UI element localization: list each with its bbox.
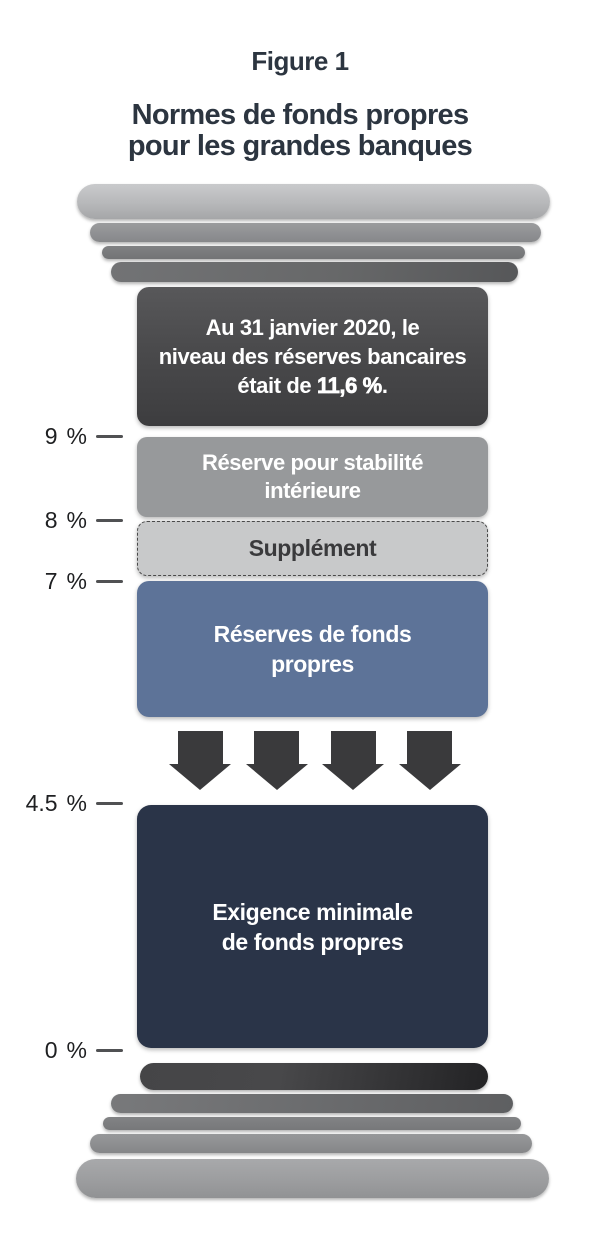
tick-unit: % (66, 422, 87, 449)
reserve-level-callout: Au 31 janvier 2020, le niveau des réserv… (137, 287, 488, 426)
arrow-head (169, 764, 231, 790)
down-arrow-icon (245, 731, 308, 790)
column-capital-bar-4 (111, 262, 518, 282)
column-capital-bar-3 (102, 246, 525, 259)
column-base-bar-3 (103, 1117, 521, 1130)
callout-line3: était de 11,6 %. (237, 371, 388, 400)
tick-dash (96, 1048, 123, 1052)
segment-label-line2: intérieure (264, 478, 361, 503)
segment-supplement: Supplément (137, 521, 488, 576)
tick-unit: % (66, 506, 87, 533)
arrow-shaft (407, 731, 453, 764)
column-base-bar-2 (111, 1094, 513, 1113)
figure-number: Figure 1 (251, 46, 349, 76)
callout-line3-prefix: était de (237, 373, 317, 398)
figure-title-line1: Normes de fonds propres (131, 99, 470, 131)
column-base-bar-5 (76, 1159, 549, 1198)
down-arrow-icon (169, 731, 231, 790)
arrow-head (322, 764, 385, 790)
figure-title-line2: pour les grandes banques (127, 130, 473, 162)
arrows-row (137, 731, 488, 790)
tick-4-5-percent: 4.5 % (0, 789, 137, 817)
column-base-bar-1 (140, 1063, 488, 1090)
callout-line3-suffix: . (381, 373, 388, 398)
tick-dash (96, 518, 123, 522)
tick-unit: % (66, 1036, 87, 1063)
arrow-head (398, 764, 461, 790)
tick-9-percent: 9 % (0, 422, 137, 450)
tick-value: 9 (44, 422, 58, 449)
tick-dash (96, 579, 123, 583)
tick-value: 0 (44, 1036, 58, 1063)
arrow-head (245, 764, 308, 790)
segment-label-line1: Exigence minimale (212, 898, 413, 925)
segment-label-line1: Réserves de fonds (213, 621, 412, 647)
tick-unit: % (66, 789, 87, 816)
arrow-shaft (177, 731, 223, 764)
figure-title: Normes de fonds propres pour les grandes… (0, 100, 600, 162)
column-capital-bar-1 (77, 184, 550, 219)
tick-7-percent: 7 % (0, 567, 137, 595)
tick-8-percent: 8 % (0, 506, 137, 534)
tick-value: 7 (44, 567, 58, 594)
segment-label-line2: propres (271, 651, 354, 677)
callout-line2: niveau des réserves bancaires (158, 344, 467, 369)
segment-label-line2: de fonds propres (221, 928, 404, 955)
tick-dash (96, 434, 123, 438)
callout-line1: Au 31 janvier 2020, le (205, 315, 420, 340)
segment-label: Supplément (248, 535, 377, 561)
down-arrow-icon (398, 731, 461, 790)
segment-label-line1: Réserve pour stabilité (201, 450, 424, 475)
tick-unit: % (66, 567, 87, 594)
column-base-bar-4 (90, 1134, 532, 1153)
arrow-shaft (330, 731, 376, 764)
down-arrow-icon (322, 731, 385, 790)
segment-reserve-stabilite-interieure: Réserve pour stabilité intérieure (137, 437, 488, 517)
tick-value: 8 (44, 506, 58, 533)
tick-0-percent: 0 % (0, 1036, 137, 1064)
segment-exigence-minimale: Exigence minimale de fonds propres (137, 805, 488, 1048)
tick-dash (96, 801, 123, 805)
reserve-level-value: 11,6 % (316, 373, 383, 399)
arrow-shaft (254, 731, 300, 764)
segment-reserves-de-fonds-propres: Réserves de fonds propres (137, 581, 488, 717)
tick-value: 4.5 (25, 789, 58, 816)
column-capital-bar-2 (90, 223, 541, 242)
